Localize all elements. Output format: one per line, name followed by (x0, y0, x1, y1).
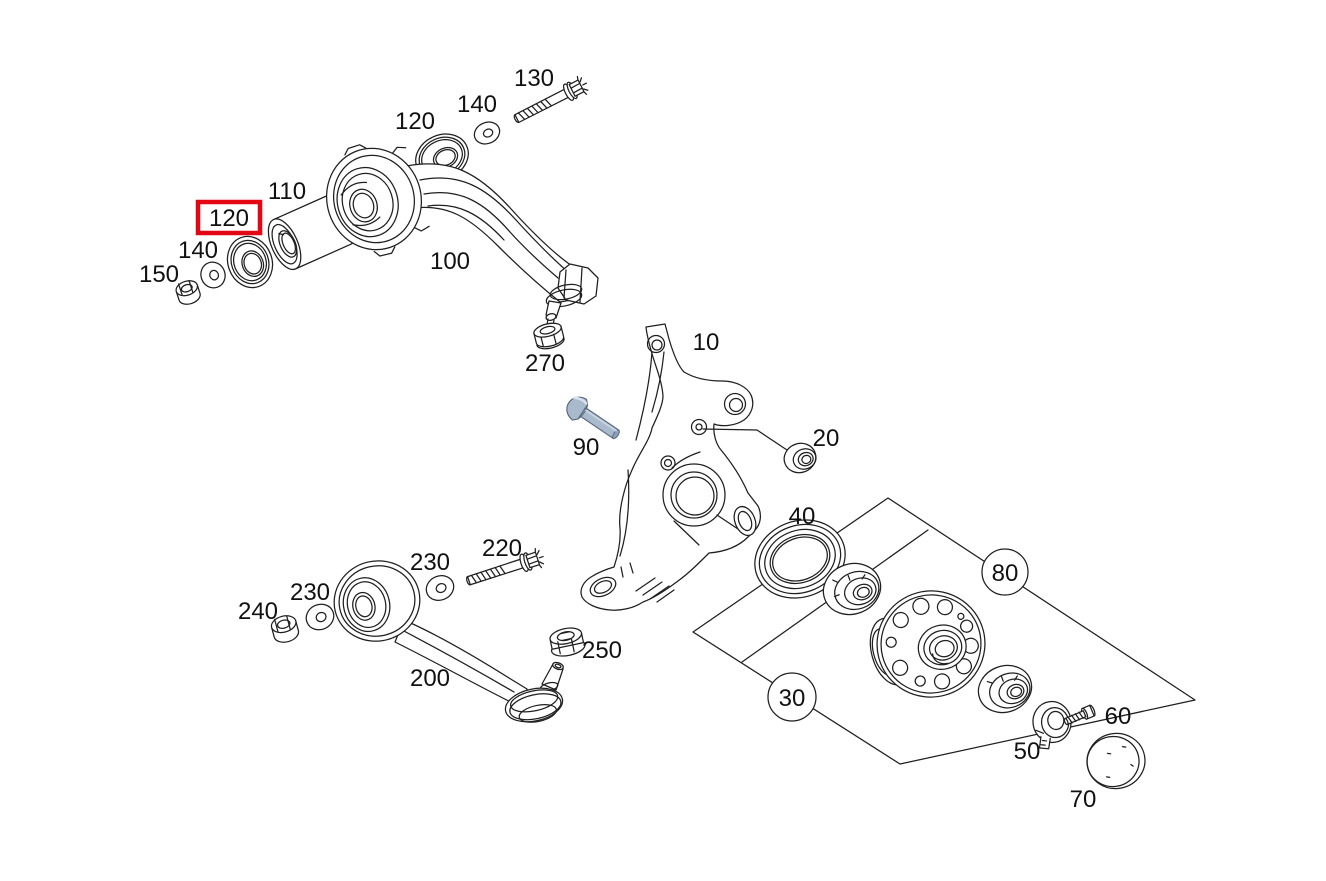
bolt-220 (466, 547, 545, 586)
washer-140-top (473, 121, 501, 145)
callout-kit-80[interactable]: 80 (981, 548, 1029, 596)
callout-90[interactable]: 90 (573, 434, 600, 461)
callout-40[interactable]: 40 (789, 503, 816, 530)
dust-cap-70 (1086, 732, 1146, 790)
callout-270[interactable]: 270 (525, 350, 565, 377)
callout-130[interactable]: 130 (514, 65, 554, 92)
leader-line-20 (702, 428, 788, 451)
seal-40 (754, 519, 846, 599)
callout-230-left[interactable]: 230 (290, 579, 330, 606)
callout-100[interactable]: 100 (430, 248, 470, 275)
wheel-hub-assembly (754, 519, 1146, 790)
upper-arm-bushing-housing (325, 144, 430, 257)
nut-240 (270, 615, 300, 643)
bushing-20 (783, 442, 817, 474)
nut-250 (549, 627, 586, 657)
svg-text:30: 30 (779, 685, 806, 712)
bolt-90-highlighted (566, 396, 620, 440)
callout-120-top[interactable]: 120 (395, 108, 435, 135)
callout-240[interactable]: 240 (238, 598, 278, 625)
callout-60[interactable]: 60 (1105, 703, 1132, 730)
steering-knuckle-10 (580, 323, 788, 611)
bearing-120-selected (226, 235, 274, 289)
nut-150 (175, 279, 201, 305)
svg-text:80: 80 (992, 560, 1019, 587)
washer-230-left (305, 603, 335, 631)
callout-labels: 10 20 40 50 60 70 90 100 110 120 130 140… (139, 65, 1131, 813)
callout-140-top[interactable]: 140 (457, 91, 497, 118)
callout-230-upper[interactable]: 230 (410, 549, 450, 576)
callout-120-selected[interactable]: 120 (195, 199, 263, 236)
bearing-race-inner (822, 562, 882, 616)
callout-20[interactable]: 20 (813, 425, 840, 452)
screw-60 (1063, 704, 1096, 726)
callout-220[interactable]: 220 (482, 535, 522, 562)
lower-arm-bushing-housing (333, 560, 421, 642)
bolt-130 (513, 75, 589, 124)
callout-250[interactable]: 250 (582, 637, 622, 664)
callout-110[interactable]: 110 (268, 178, 306, 205)
washer-230-upper (425, 575, 455, 601)
nut-270 (533, 322, 565, 350)
callout-150[interactable]: 150 (139, 261, 179, 288)
upper-arm-body (406, 163, 599, 330)
lower-control-arm-assembly (270, 547, 586, 723)
washer-140-left (200, 261, 226, 289)
callout-10[interactable]: 10 (693, 329, 720, 356)
callout-70[interactable]: 70 (1070, 786, 1097, 813)
lower-arm-ball-joint (504, 661, 564, 723)
upper-control-arm-assembly (175, 75, 599, 350)
lock-plate-50 (1032, 700, 1072, 750)
bearing-race-outer (977, 664, 1033, 714)
wheel-hub-flange (869, 590, 986, 698)
callout-200[interactable]: 200 (410, 665, 450, 692)
selected-callout-box (195, 199, 263, 236)
svg-text:120: 120 (209, 205, 249, 232)
callout-140-left[interactable]: 140 (178, 237, 218, 264)
callout-kit-30[interactable]: 30 (767, 672, 817, 722)
callout-50[interactable]: 50 (1014, 738, 1041, 765)
